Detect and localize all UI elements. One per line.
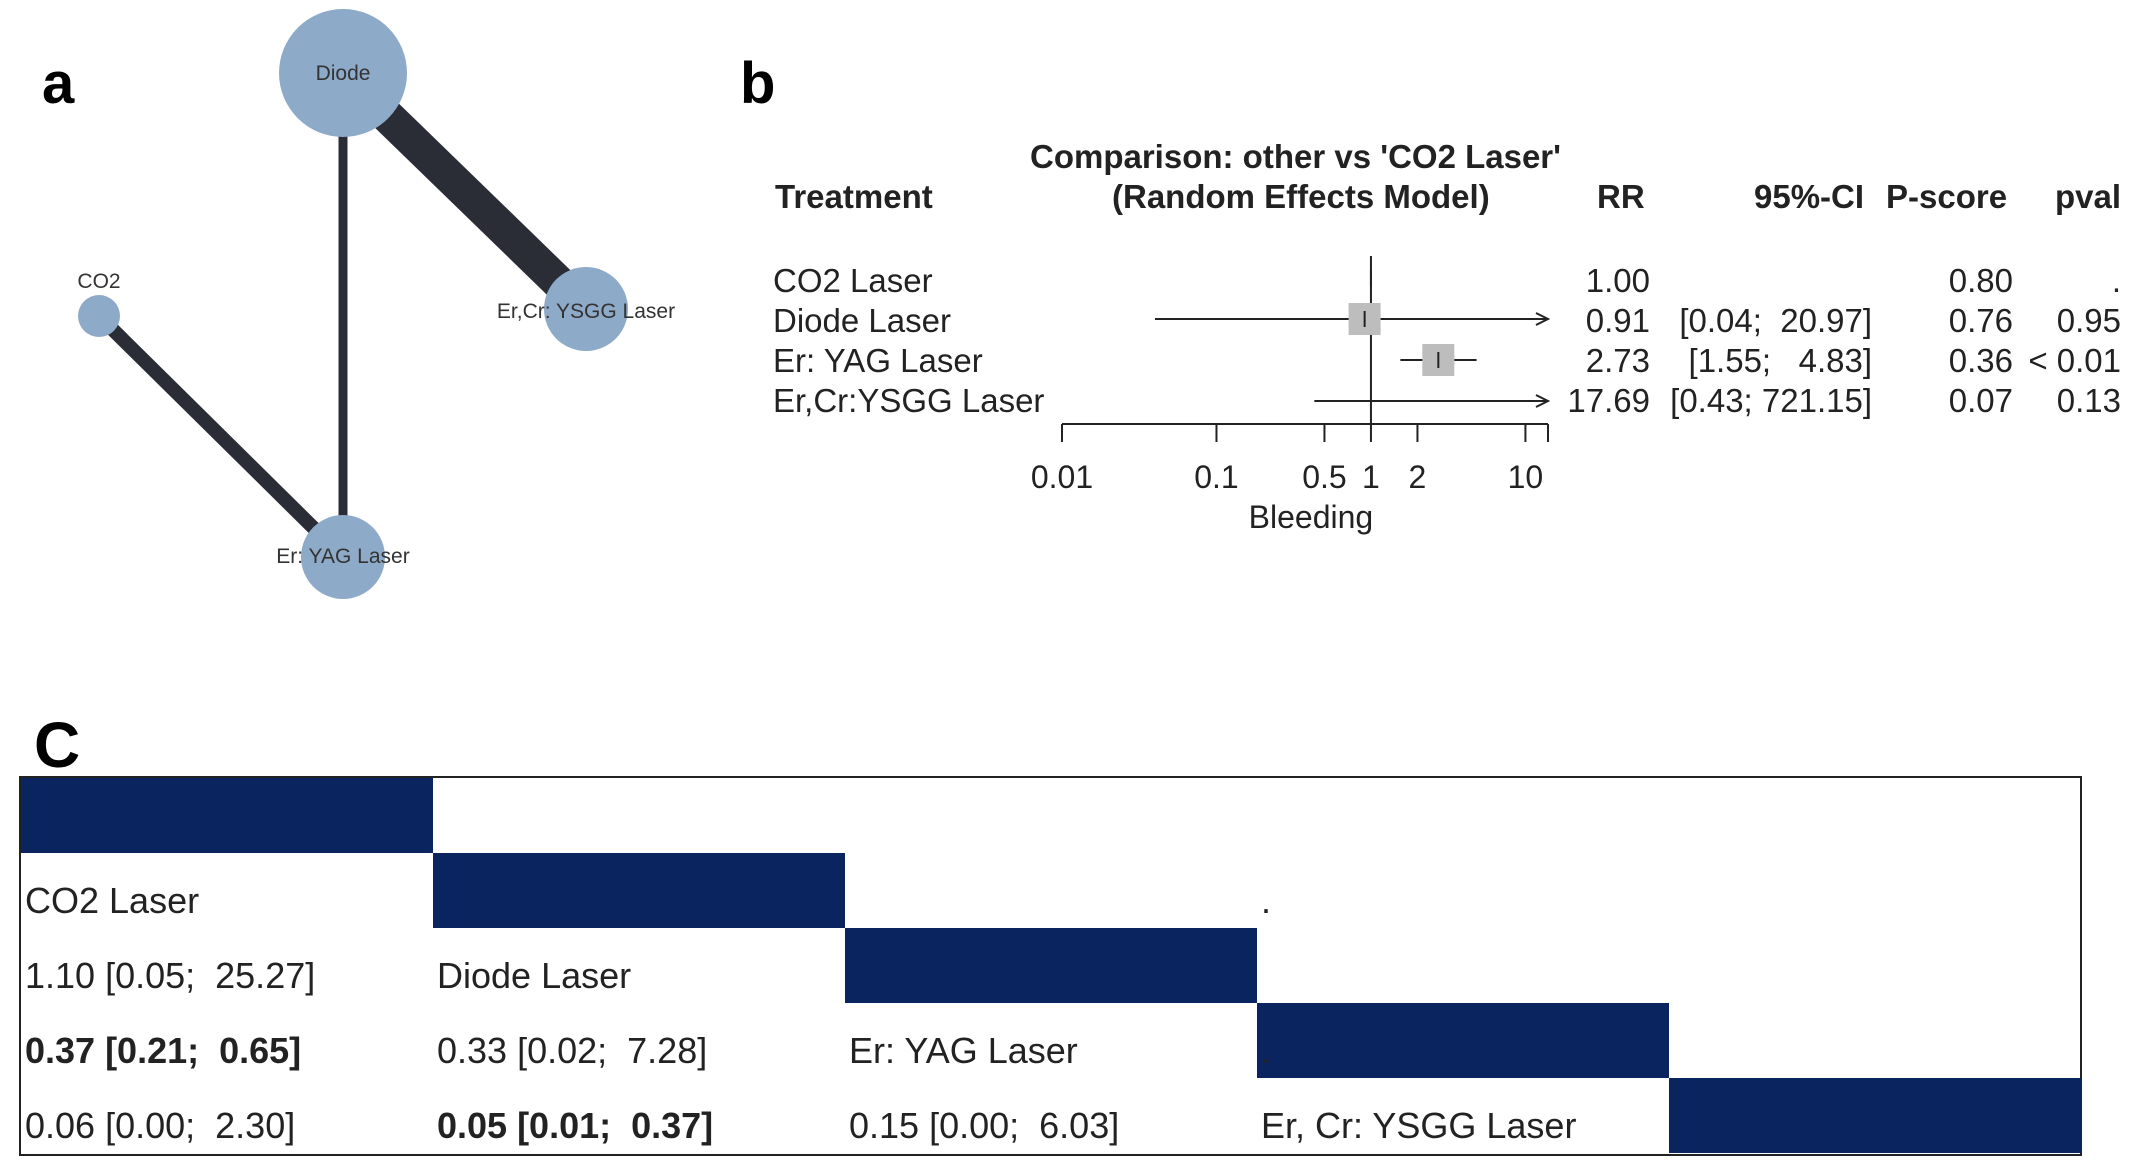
row-ci: [0.04; 20.97]	[1679, 302, 1872, 339]
row-pval: < 0.01	[2028, 342, 2121, 379]
league-diagonal-cell	[21, 778, 433, 853]
col-header-pval: pval	[2055, 178, 2122, 215]
row-rr: 17.69	[1567, 382, 1650, 419]
row-pscore: 0.36	[1948, 342, 2013, 379]
row-ci: [1.55; 4.83]	[1688, 342, 1872, 379]
node-eryag	[301, 515, 385, 599]
node-label-co2: CO2	[77, 270, 120, 293]
col-header-treatment: Treatment	[775, 178, 933, 215]
row-treatment: Er: YAG Laser	[773, 342, 983, 379]
row-treatment: Er,Cr:YSGG Laser	[773, 382, 1045, 419]
panel-label-b: b	[740, 51, 776, 116]
panel-label-c: C	[34, 709, 81, 781]
league-cell: Er, Cr: YSGG Laser	[1261, 1105, 1577, 1146]
node-ercr	[544, 267, 628, 351]
ci-arrow	[1535, 312, 1551, 326]
edge-co2-eryag	[94, 311, 348, 562]
league-diagonal-cell	[845, 928, 1257, 1003]
col-header-rr: RR	[1597, 178, 1645, 215]
col-header-ci: 95%-CI	[1754, 178, 1865, 215]
node-label-ercr: Er,Cr: YSGG Laser	[497, 300, 675, 323]
league-cell: CO2 Laser	[25, 880, 200, 921]
row-treatment: CO2 Laser	[773, 262, 933, 299]
row-pval: .	[2111, 262, 2121, 299]
x-tick-label: 0.01	[1031, 459, 1093, 495]
x-tick-label: 0.5	[1302, 459, 1346, 495]
row-ci: [0.43; 721.15]	[1670, 382, 1872, 419]
row-rr: 2.73	[1585, 342, 1650, 379]
row-rr: 1.00	[1585, 262, 1650, 299]
league-diagonal-cell	[1669, 1078, 2081, 1153]
row-pscore: 0.80	[1948, 262, 2013, 299]
network-graph: Diode CO2 Er,Cr: YSGG Laser Er: YAG Lase…	[77, 9, 675, 599]
league-cell: Diode Laser	[437, 955, 632, 996]
league-cell: 0.06 [0.00; 2.30]	[25, 1105, 296, 1146]
row-pval: 0.95	[2056, 302, 2121, 339]
league-cell: .	[1261, 880, 1272, 921]
row-treatment: Diode Laser	[773, 302, 951, 339]
row-pscore: 0.76	[1948, 302, 2013, 339]
panel-label-a: a	[42, 51, 75, 116]
league-diagonal-cell	[1257, 1003, 1669, 1078]
forest-title: Comparison: other vs 'CO2 Laser'	[1030, 138, 1561, 175]
league-cell: 0.37 [0.21; 0.65]	[25, 1030, 302, 1071]
league-cell: Er: YAG Laser	[849, 1030, 1078, 1071]
x-tick-label: 10	[1508, 459, 1544, 495]
row-pval: 0.13	[2056, 382, 2121, 419]
node-diode	[279, 9, 407, 137]
node-label-diode: Diode	[316, 62, 371, 85]
league-table: CO2 Laser. 1.10 [0.05; 25.27] Diode Laser 0…	[19, 776, 2082, 1156]
x-tick-label: 1	[1362, 459, 1380, 495]
league-cell: .	[1261, 1030, 1272, 1071]
ci-arrow	[1535, 394, 1551, 408]
league-cell: 1.10 [0.05; 25.27]	[25, 955, 316, 996]
row-rr: 0.91	[1585, 302, 1650, 339]
league-cell: 0.05 [0.01; 0.37]	[437, 1105, 714, 1146]
row-pscore: 0.07	[1948, 382, 2013, 419]
x-tick-label: 2	[1409, 459, 1427, 495]
league-cell: 0.15 [0.00; 6.03]	[849, 1105, 1120, 1146]
node-co2	[78, 295, 120, 337]
forest-subtitle: (Random Effects Model)	[1112, 178, 1490, 215]
league-diagonal-cell	[433, 853, 845, 928]
col-header-pscore: P-score	[1886, 178, 2008, 215]
league-cell: 0.33 [0.02; 7.28]	[437, 1030, 708, 1071]
node-label-eryag: Er: YAG Laser	[276, 545, 409, 568]
x-tick-label: 0.1	[1194, 459, 1238, 495]
x-axis-label: Bleeding	[1249, 499, 1374, 535]
